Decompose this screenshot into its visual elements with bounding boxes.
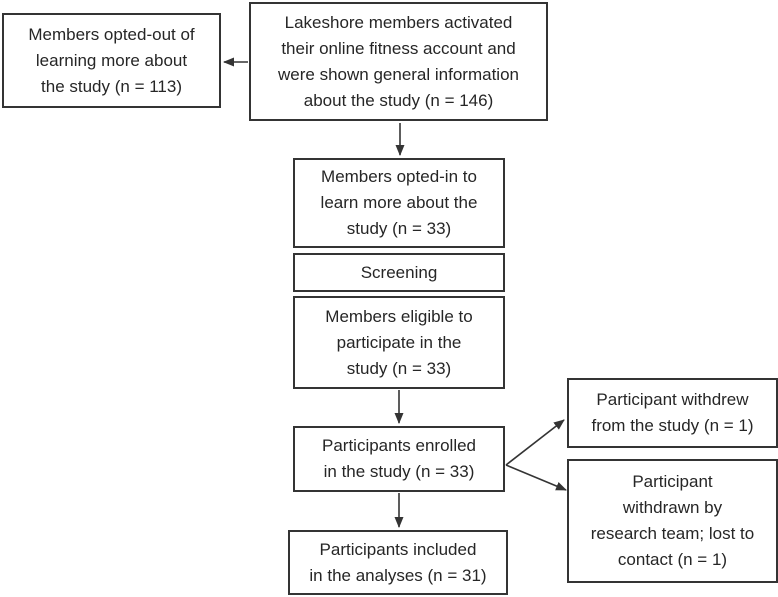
node-withdrawn-team-label: Participant withdrawn by research team; …	[590, 472, 755, 569]
node-enrolled-label: Participants enrolled in the study (n = …	[321, 436, 477, 481]
node-opted-out: Members opted-out of learning more about…	[2, 13, 221, 108]
node-opted-in: Members opted-in to learn more about the…	[293, 158, 505, 248]
node-enrolled: Participants enrolled in the study (n = …	[293, 426, 505, 492]
node-included-label: Participants included in the analyses (n…	[309, 539, 487, 585]
node-opted-out-label: Members opted-out of learning more about…	[28, 24, 195, 96]
arrow-enrolled-to-withdrawn-team	[505, 464, 567, 491]
node-activated: Lakeshore members activated their online…	[249, 2, 548, 121]
node-withdrawn-team: Participant withdrawn by research team; …	[567, 459, 778, 583]
node-withdrew: Participant withdrew from the study (n =…	[567, 378, 778, 448]
node-withdrew-label: Participant withdrew from the study (n =…	[591, 390, 754, 435]
node-screening-label: Screening	[360, 262, 438, 282]
node-eligible-label: Members eligible to participate in the s…	[325, 306, 473, 378]
node-activated-label: Lakeshore members activated their online…	[278, 12, 519, 110]
node-screening: Screening	[293, 253, 505, 292]
node-included: Participants included in the analyses (n…	[288, 530, 508, 595]
node-eligible: Members eligible to participate in the s…	[293, 296, 505, 389]
node-opted-in-label: Members opted-in to learn more about the…	[320, 167, 478, 238]
arrow-enrolled-to-withdrew	[505, 419, 565, 466]
